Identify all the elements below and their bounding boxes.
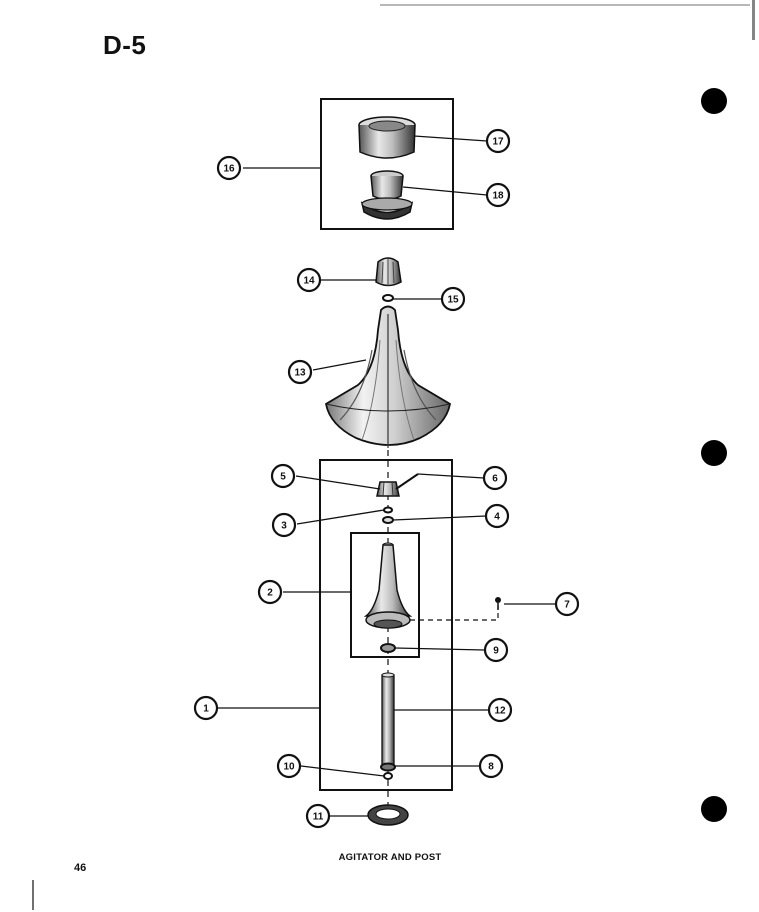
callout-circle	[271, 512, 297, 538]
callout-number: 16	[223, 164, 235, 175]
callout-14: 14	[296, 267, 322, 293]
callout-16: 16	[216, 155, 242, 181]
callout-18: 18	[485, 182, 511, 208]
punch-hole-middle	[701, 440, 727, 466]
callout-number: 6	[492, 474, 498, 485]
callout-circle	[257, 579, 283, 605]
callout-circle	[440, 286, 466, 312]
callout-circle	[296, 267, 322, 293]
assembly-box-1	[319, 459, 453, 791]
callout-circle	[270, 463, 296, 489]
callout-circle	[305, 803, 331, 829]
scan-edge-top	[380, 4, 750, 6]
part-14-agitator-cap	[375, 257, 402, 287]
callout-number: 11	[313, 812, 324, 823]
part-9-seal-lower	[380, 762, 396, 772]
callout-circle	[482, 465, 508, 491]
callout-number: 2	[267, 588, 273, 599]
callout-circle	[485, 182, 511, 208]
part-17-cap	[358, 116, 416, 159]
part-7-screw	[495, 597, 501, 610]
scan-edge-left	[32, 880, 34, 910]
callout-number: 13	[294, 368, 306, 379]
part-11-base-seal	[367, 804, 409, 826]
callout-13: 13	[287, 359, 313, 385]
callout-number: 3	[281, 521, 287, 532]
part-6-pin	[395, 473, 419, 490]
callout-2: 2	[257, 579, 283, 605]
callout-number: 12	[494, 706, 506, 717]
callout-12: 12	[487, 697, 513, 723]
callout-4: 4	[484, 503, 510, 529]
part-3-washer	[383, 506, 393, 514]
part-2-post	[363, 542, 413, 629]
callout-circle	[487, 697, 513, 723]
leader-lines	[218, 135, 555, 817]
callout-number: 18	[492, 191, 504, 202]
callout-9: 9	[483, 637, 509, 663]
callout-10: 10	[276, 753, 302, 779]
callout-11: 11	[305, 803, 331, 829]
punch-hole-top	[701, 88, 727, 114]
callout-circle	[193, 695, 219, 721]
callout-number: 7	[564, 600, 570, 611]
callout-number: 9	[493, 646, 499, 657]
callout-circle	[484, 503, 510, 529]
part-9-seal-upper	[380, 643, 396, 653]
callout-number: 4	[494, 512, 500, 523]
callout-circle	[287, 359, 313, 385]
callout-number: 10	[283, 762, 295, 773]
callout-circle	[483, 637, 509, 663]
part-5-nut	[376, 481, 400, 497]
callout-1: 1	[193, 695, 219, 721]
callout-number: 17	[492, 137, 504, 148]
part-10-washer	[383, 772, 393, 780]
callout-7: 7	[554, 591, 580, 617]
callout-number: 15	[447, 295, 459, 306]
part-2-box	[350, 532, 420, 658]
callout-number: 8	[488, 762, 494, 773]
scan-edge-right	[752, 0, 755, 40]
part-18-seal	[360, 170, 414, 220]
callout-8: 8	[478, 753, 504, 779]
callout-15: 15	[440, 286, 466, 312]
callout-number: 1	[203, 704, 209, 715]
callout-5: 5	[270, 463, 296, 489]
callout-6: 6	[482, 465, 508, 491]
part-13-agitator	[324, 305, 452, 448]
callout-number: 5	[280, 472, 286, 483]
callout-circle	[485, 128, 511, 154]
callout-circle	[478, 753, 504, 779]
callout-circle	[554, 591, 580, 617]
kit-box-16	[320, 98, 454, 230]
part-15-washer	[382, 294, 394, 302]
callout-number: 14	[303, 276, 315, 287]
callout-3: 3	[271, 512, 297, 538]
page-id: D-5	[103, 30, 147, 60]
page-number: 46	[74, 862, 87, 874]
part-12-shaft	[381, 672, 395, 766]
callout-circle	[276, 753, 302, 779]
diagram-caption: AGITATOR AND POST	[338, 852, 442, 863]
callout-17: 17	[485, 128, 511, 154]
part-4-washer	[382, 516, 394, 524]
part-7-link-line	[410, 606, 499, 621]
callout-circle	[216, 155, 242, 181]
punch-hole-bottom	[701, 796, 727, 822]
